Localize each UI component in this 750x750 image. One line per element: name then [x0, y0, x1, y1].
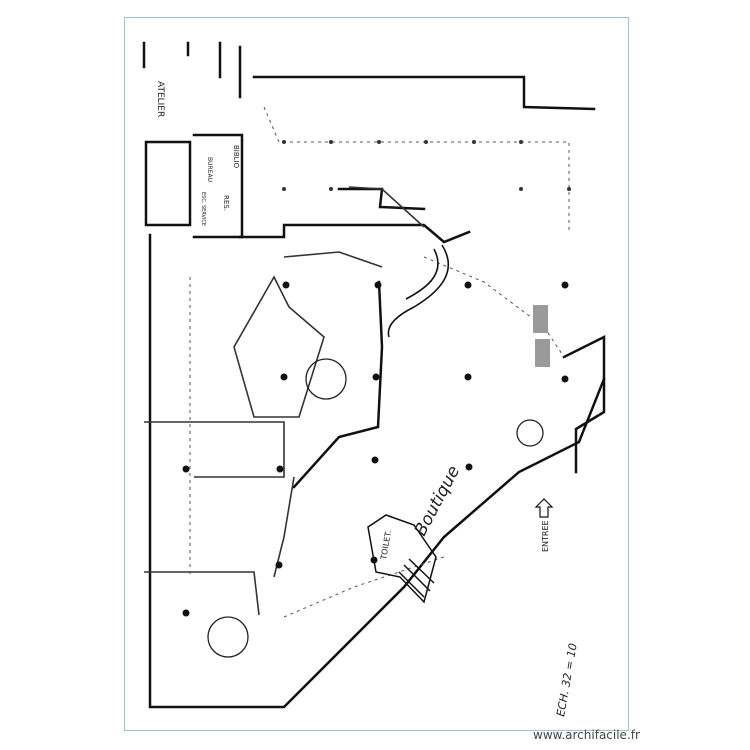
label-toilet: TOILET.	[379, 530, 393, 562]
toilet-stairs	[398, 558, 435, 598]
grid-dot	[472, 140, 476, 144]
entree-arrow	[534, 498, 554, 518]
column-5	[280, 373, 288, 381]
grid-dot	[377, 140, 381, 144]
partition-3	[233, 275, 325, 418]
grid-dot	[282, 140, 286, 144]
label-scale: ECH. 32 = 10	[554, 642, 580, 717]
label-bibliotheque: BIBLIO	[232, 145, 240, 169]
display-circle	[516, 419, 544, 447]
grid-dot	[519, 187, 523, 191]
round-table-center	[305, 358, 347, 400]
wall-counter	[337, 187, 426, 211]
wall-top-left	[142, 41, 242, 99]
spiral-stair-inner	[405, 248, 439, 300]
grid-dot	[567, 187, 571, 191]
column-12	[182, 609, 190, 617]
column-10	[371, 456, 379, 464]
column-11	[465, 463, 473, 471]
wall-office-block	[192, 133, 244, 239]
column-14	[370, 556, 378, 564]
column-2	[374, 281, 382, 289]
grid-dot	[424, 140, 428, 144]
column-9	[276, 465, 284, 473]
label-entree: ENTREE	[541, 520, 550, 552]
column-15	[561, 375, 569, 383]
partition-2	[144, 571, 260, 616]
column-13	[275, 561, 283, 569]
label-bureau: BUREAU	[206, 157, 213, 182]
spiral-stair	[387, 244, 449, 338]
floor-plan: ATELIER BIBLIO BUREAU RES. ESC. SERVICE …	[142, 41, 606, 718]
column-4	[561, 281, 569, 289]
partition-4	[273, 476, 295, 578]
grid-dot	[329, 140, 333, 144]
column-1	[282, 281, 290, 289]
grey-fixture-2	[535, 339, 550, 367]
partition-6	[348, 186, 425, 228]
column-6	[372, 373, 380, 381]
grid-dot	[329, 187, 333, 191]
label-atelier: ATELIER	[155, 81, 165, 117]
wall-interior-north	[238, 223, 471, 244]
column-7	[464, 373, 472, 381]
dashed-zone-top	[263, 106, 570, 232]
partition-1	[144, 421, 285, 478]
label-reserve: RES.	[222, 195, 230, 211]
wall-angled-run	[292, 280, 384, 489]
partition-5	[283, 251, 383, 268]
wall-top-main	[252, 75, 596, 111]
round-table-bottom	[207, 616, 249, 658]
column-3	[464, 281, 472, 289]
column-8	[182, 465, 190, 473]
wall-service-block	[144, 140, 192, 227]
label-service-stair: ESC. SERVICE	[200, 192, 206, 226]
wall-right-bay	[562, 334, 606, 474]
grid-dot	[519, 140, 523, 144]
wall-main-outline	[148, 233, 606, 709]
watermark-text: www.archifacile.fr	[533, 728, 640, 742]
grid-dot	[282, 187, 286, 191]
grey-fixture-1	[533, 305, 548, 333]
